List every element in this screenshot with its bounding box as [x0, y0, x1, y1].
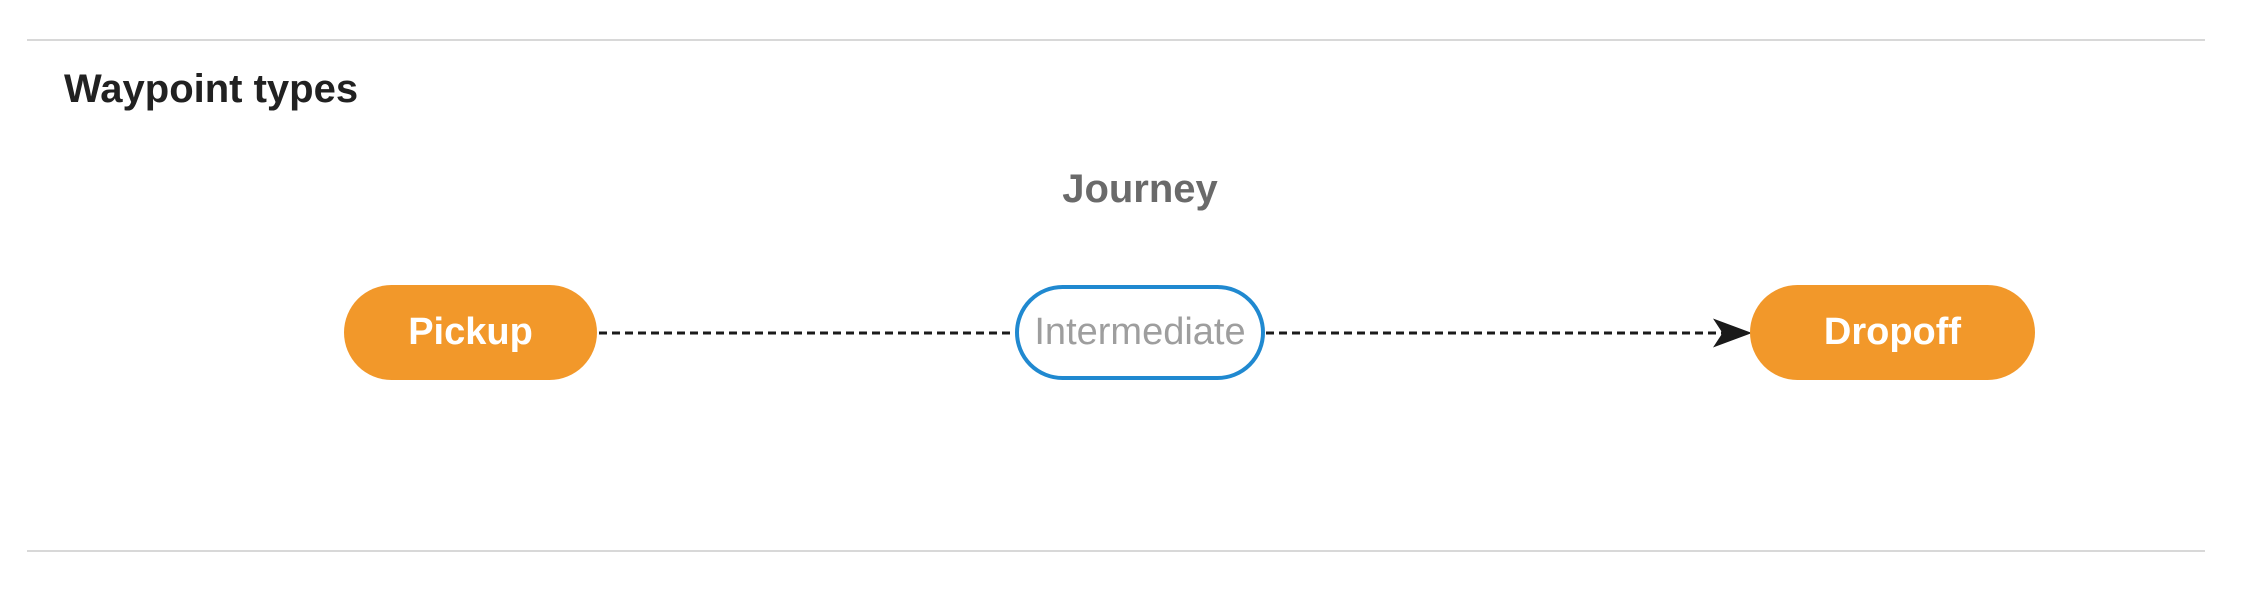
node-pickup: Pickup — [344, 285, 597, 380]
node-intermediate: Intermediate — [1015, 285, 1265, 380]
top-divider — [27, 39, 2205, 41]
diagram-title: Journey — [1062, 167, 1218, 211]
bottom-divider — [27, 550, 2205, 552]
node-intermediate-label: Intermediate — [1034, 311, 1246, 353]
node-dropoff-label: Dropoff — [1823, 311, 1962, 353]
node-pickup-label: Pickup — [408, 311, 533, 353]
node-dropoff: Dropoff — [1750, 285, 2035, 380]
section-heading: Waypoint types — [64, 67, 359, 111]
arrowhead-icon — [1713, 318, 1752, 348]
